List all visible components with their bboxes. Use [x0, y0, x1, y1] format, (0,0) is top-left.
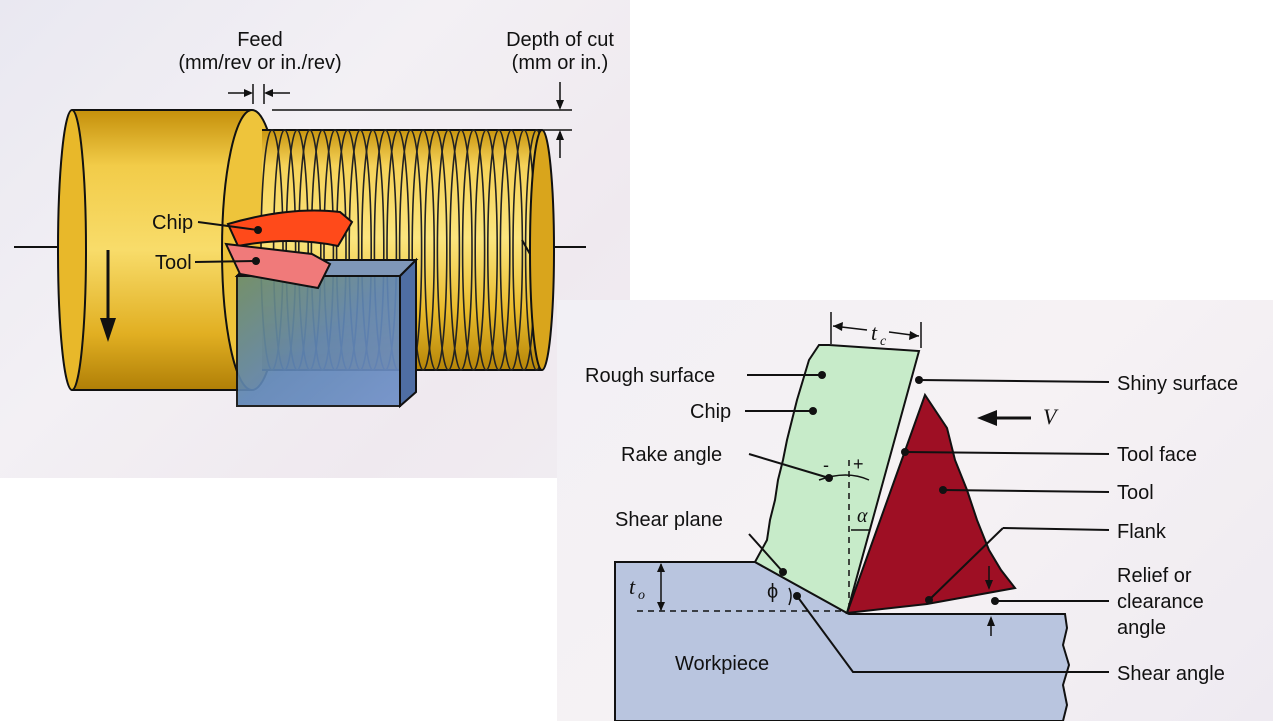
to-subscript: o	[638, 588, 645, 603]
right-labels: Shiny surface Tool face Tool Flank Relie…	[793, 373, 1238, 685]
shear-plane-label: Shear plane	[615, 509, 723, 531]
thread-ring	[411, 129, 436, 371]
depth-title: Depth of cut	[506, 29, 614, 51]
feed-dimension	[228, 84, 290, 104]
thread-ring	[474, 129, 499, 371]
shear-angle-label: Shear angle	[1117, 663, 1225, 685]
rotation-arrow-icon	[100, 318, 116, 342]
thread-ring	[499, 129, 524, 371]
turning-svg: Chip Tool Feed (mm/rev or in./rev) Depth…	[14, 29, 614, 409]
depth-units: (mm or in.)	[512, 52, 609, 74]
depth-dimension	[272, 82, 572, 158]
cutting-svg: - + α t c t o ϕ V Rough surface Ch	[585, 312, 1238, 721]
tool-face-label: Tool face	[1117, 444, 1197, 466]
thread-ring	[486, 129, 511, 371]
rough-surface-label: Rough surface	[585, 365, 715, 387]
orthogonal-cutting-diagram: - + α t c t o ϕ V Rough surface Ch	[557, 300, 1273, 721]
tool-label: Tool	[155, 252, 192, 274]
tool-shape	[224, 242, 332, 290]
tc-subscript: c	[880, 334, 887, 349]
relief-label-line2: clearance	[1117, 591, 1204, 613]
to-dimension: t o	[629, 563, 665, 611]
chip-label-right: Chip	[690, 401, 731, 423]
to-symbol: t	[629, 574, 636, 599]
thread-ring	[449, 129, 473, 371]
tool-holder-block	[234, 257, 419, 409]
rake-angle-label: Rake angle	[621, 444, 722, 466]
chip-label: Chip	[152, 212, 193, 234]
workpiece-label: Workpiece	[675, 653, 769, 675]
flank-label: Flank	[1117, 521, 1167, 543]
plus-sign: +	[853, 454, 864, 474]
tc-symbol: t	[871, 320, 878, 345]
shiny-surface-label: Shiny surface	[1117, 373, 1238, 395]
chip-shape	[226, 209, 354, 248]
tool-label-right: Tool	[1117, 482, 1154, 504]
relief-label-line3: angle	[1117, 617, 1166, 639]
turning-diagram: Chip Tool Feed (mm/rev or in./rev) Depth…	[0, 0, 630, 478]
thread-ring	[423, 129, 448, 371]
relief-label-line1: Relief or	[1117, 565, 1192, 587]
minus-sign: -	[823, 455, 829, 475]
velocity-arrow: V	[977, 404, 1059, 429]
velocity-label: V	[1043, 404, 1059, 429]
left-labels: Rough surface Chip Rake angle Shear plan…	[585, 365, 833, 675]
thread-ring	[436, 129, 461, 371]
thread-ring	[461, 129, 486, 371]
feed-title: Feed	[237, 29, 283, 51]
arrow-left-icon	[977, 410, 997, 426]
tc-dimension: t c	[830, 312, 922, 349]
feed-units: (mm/rev or in./rev)	[178, 52, 341, 74]
phi-symbol: ϕ	[767, 581, 778, 603]
alpha-symbol: α	[857, 505, 868, 527]
